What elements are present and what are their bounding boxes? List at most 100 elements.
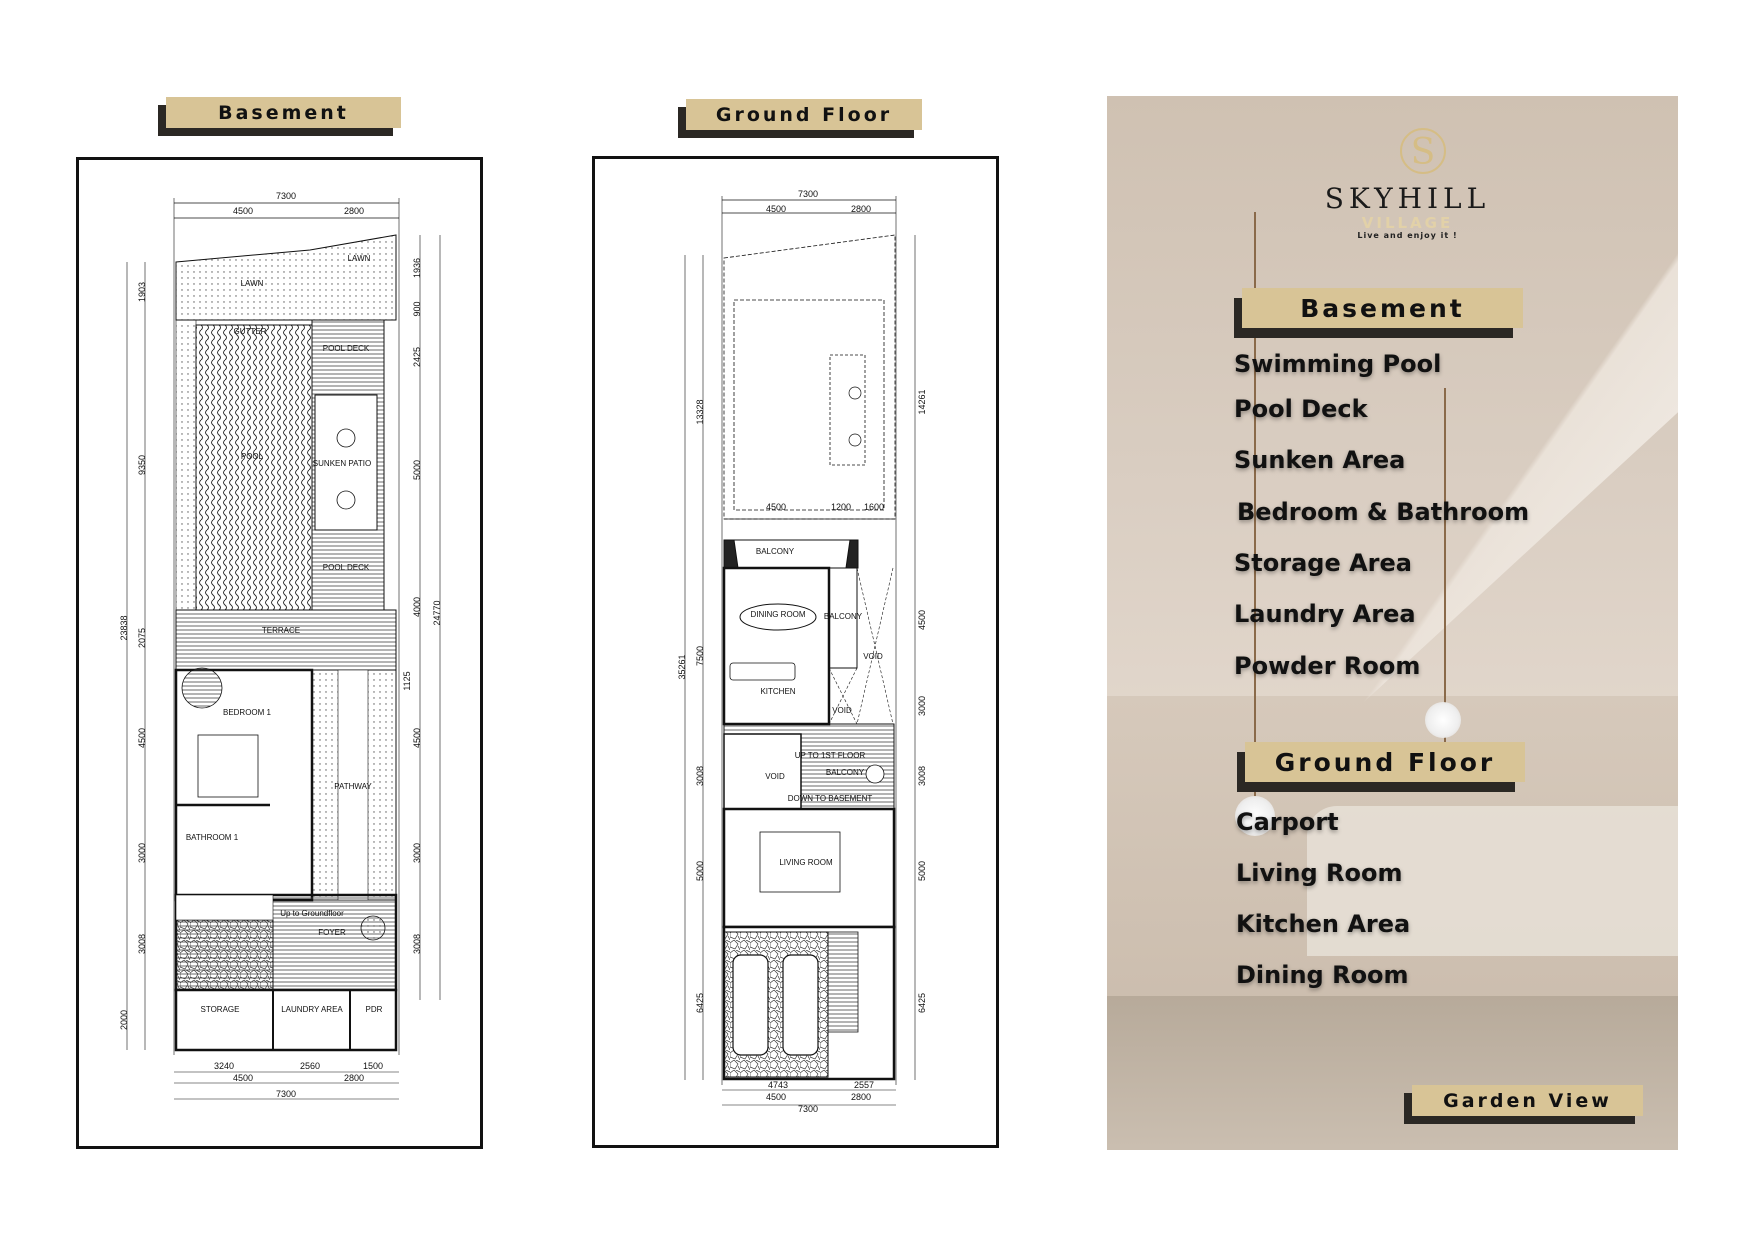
ground-floor-plan: [684, 196, 916, 1106]
dimension-label: 3000: [412, 843, 422, 863]
dimension-label: 4500: [137, 728, 147, 748]
room-label: TERRACE: [262, 626, 300, 635]
room-label: LAWN: [241, 279, 264, 288]
dimension-label: 7500: [695, 646, 705, 666]
dimension-label: 2075: [137, 628, 147, 648]
feature-item: Powder Room: [1234, 652, 1421, 680]
dimension-label: 5000: [917, 861, 927, 881]
dimension-label: 9350: [137, 455, 147, 475]
basement-room-labels: LAWN LAWN GUTTER POOL DECK POOL SUNKEN P…: [186, 254, 383, 1014]
dimension-label: 14261: [917, 389, 927, 414]
feature-item: Storage Area: [1234, 549, 1412, 577]
dimension-label: 7300: [276, 1089, 296, 1099]
room-label: VOID: [832, 706, 852, 715]
basement-title-tag: Basement: [158, 97, 401, 136]
dimension-label: 2800: [344, 1073, 364, 1083]
dimension-label: 3008: [917, 766, 927, 786]
dimension-label: 1200: [831, 502, 851, 512]
dimension-label: 7300: [798, 1104, 818, 1114]
feature-item: Swimming Pool: [1234, 350, 1442, 378]
feature-item: Pool Deck: [1234, 395, 1368, 423]
room-label: POOL: [241, 452, 264, 461]
dimension-label: 5000: [695, 861, 705, 881]
dimension-label: 2560: [300, 1061, 320, 1071]
ground-floor-title-tag: Ground Floor: [678, 99, 922, 138]
dimension-label: 2557: [854, 1080, 874, 1090]
room-label: SUNKEN PATIO: [313, 459, 371, 468]
dimension-label: 4000: [412, 597, 422, 617]
room-label: BALCONY: [826, 768, 865, 777]
dimension-label: 2800: [851, 204, 871, 214]
room-label: LAUNDRY AREA: [281, 1005, 343, 1014]
dimension-label: 3008: [412, 934, 422, 954]
dimension-label: 35261: [677, 654, 687, 679]
dimension-label: 2800: [344, 206, 364, 216]
dimension-label: 1600: [864, 502, 884, 512]
dimension-label: 6425: [917, 993, 927, 1013]
feature-item: Sunken Area: [1234, 446, 1406, 474]
dimension-label: 3000: [137, 843, 147, 863]
dimension-label: 23838: [119, 615, 129, 640]
basement-title: Basement: [166, 97, 401, 128]
room-label: GUTTER: [234, 327, 267, 336]
room-label: POOL DECK: [323, 563, 370, 572]
dimension-label: 2800: [851, 1092, 871, 1102]
feature-item: Bedroom & Bathroom: [1237, 498, 1530, 526]
dimension-label: 3008: [137, 934, 147, 954]
room-label: LIVING ROOM: [779, 858, 833, 867]
dimension-label: 1125: [402, 671, 412, 690]
room-label: VOID: [765, 772, 785, 781]
dimension-label: 3008: [695, 766, 705, 786]
room-label: VOID: [863, 652, 883, 661]
dimension-label: 1936: [412, 258, 422, 278]
brochure-panel: SKYHILL VILLAGE Live and enjoy it ! Base…: [1107, 96, 1678, 1150]
brand-subtitle: VILLAGE: [1361, 214, 1454, 232]
dimension-label: 4500: [233, 206, 253, 216]
dimension-label: 900: [412, 301, 422, 316]
room-label: POOL DECK: [323, 344, 370, 353]
ground-floor-section-title: Ground Floor: [1245, 742, 1525, 782]
dimension-label: 7300: [798, 189, 818, 199]
dimension-label: 4500: [766, 204, 786, 214]
room-label: FOYER: [318, 928, 346, 937]
pendant-lamp-bulb: [1425, 702, 1461, 738]
room-label: PATHWAY: [334, 782, 372, 791]
room-label: DINING ROOM: [750, 610, 805, 619]
dimension-label: 7300: [276, 191, 296, 201]
room-label: DOWN TO BASEMENT: [788, 794, 873, 803]
dimension-label: 5000: [412, 460, 422, 480]
dimension-label: 4500: [412, 728, 422, 748]
room-label: BALCONY: [756, 547, 795, 556]
room-label: UP TO 1ST FLOOR: [795, 751, 866, 760]
logo-icon: [1400, 128, 1446, 174]
basement-section-tag: Basement: [1234, 288, 1523, 338]
basement-plan: [126, 198, 441, 1100]
dimension-label: 1903: [137, 282, 147, 302]
room-label: BATHROOM 1: [186, 833, 239, 842]
pendant-lamp-cord: [1444, 388, 1446, 788]
dimension-label: 4500: [766, 502, 786, 512]
pendant-lamp-bulb: [1235, 796, 1275, 836]
brand-tagline: Live and enjoy it !: [1357, 231, 1458, 240]
dimension-label: 4500: [917, 610, 927, 630]
room-label: STORAGE: [201, 1005, 240, 1014]
basement-section-title: Basement: [1242, 288, 1523, 328]
dimension-label: 1500: [363, 1061, 383, 1071]
room-label: KITCHEN: [760, 687, 795, 696]
room-label: LAWN: [348, 254, 371, 263]
dimension-label: 2000: [119, 1010, 129, 1030]
dimension-label: 3240: [214, 1061, 234, 1071]
ground-floor-section-tag: Ground Floor: [1237, 742, 1525, 792]
dimension-label: 24770: [432, 600, 442, 625]
dimension-label: 4500: [766, 1092, 786, 1102]
dimension-label: 2425: [412, 347, 422, 367]
background-bed: [1307, 806, 1678, 956]
room-label: PDR: [366, 1005, 383, 1014]
room-label: BEDROOM 1: [223, 708, 272, 717]
dimension-label: 3000: [917, 696, 927, 716]
garden-view-tag: Garden View: [1404, 1085, 1643, 1124]
garden-view-label: Garden View: [1412, 1085, 1643, 1116]
ground-floor-dimensions: 7300 4500 2800 4500 1200 1600 4743 2557 …: [677, 189, 927, 1114]
ground-floor-room-labels: BALCONY DINING ROOM BALCONY KITCHEN VOID…: [750, 547, 883, 867]
ground-floor-title: Ground Floor: [686, 99, 922, 130]
